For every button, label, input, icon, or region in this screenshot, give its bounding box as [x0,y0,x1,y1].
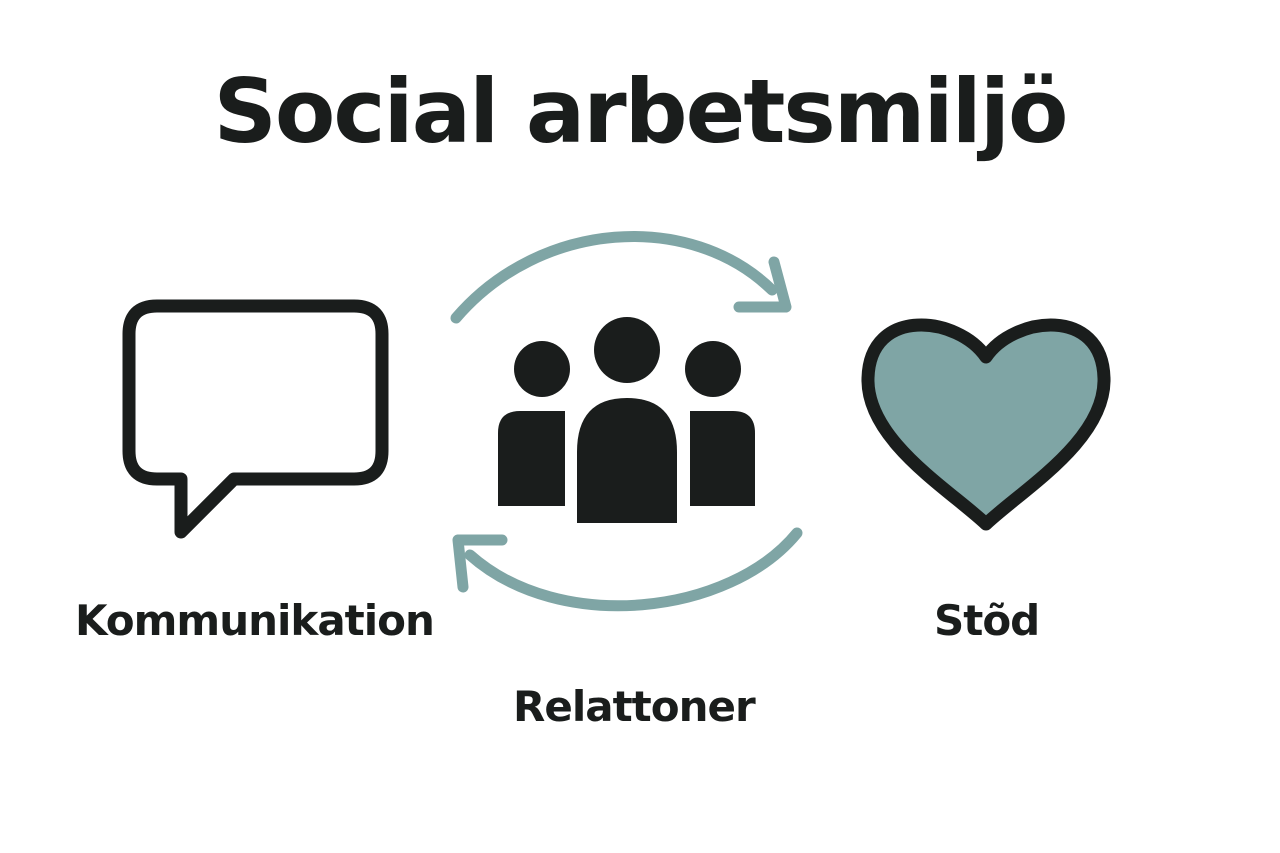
label-kommunikation: Kommunikation [75,596,435,645]
bottom-arrow-arc [464,527,803,612]
top-arrow-head [733,256,792,313]
label-relationer: Relattoner [513,682,756,731]
heart-icon [861,318,1111,531]
top-arrow-arc [450,230,778,324]
cycle-arrows-icon [450,230,803,612]
group-icon [498,317,755,523]
diagram-title: Social arbetsmiljö [213,60,1069,163]
bottom-arrow-head [452,534,508,593]
label-stod: Stõd [934,596,1040,645]
speech-bubble-icon [122,299,389,539]
